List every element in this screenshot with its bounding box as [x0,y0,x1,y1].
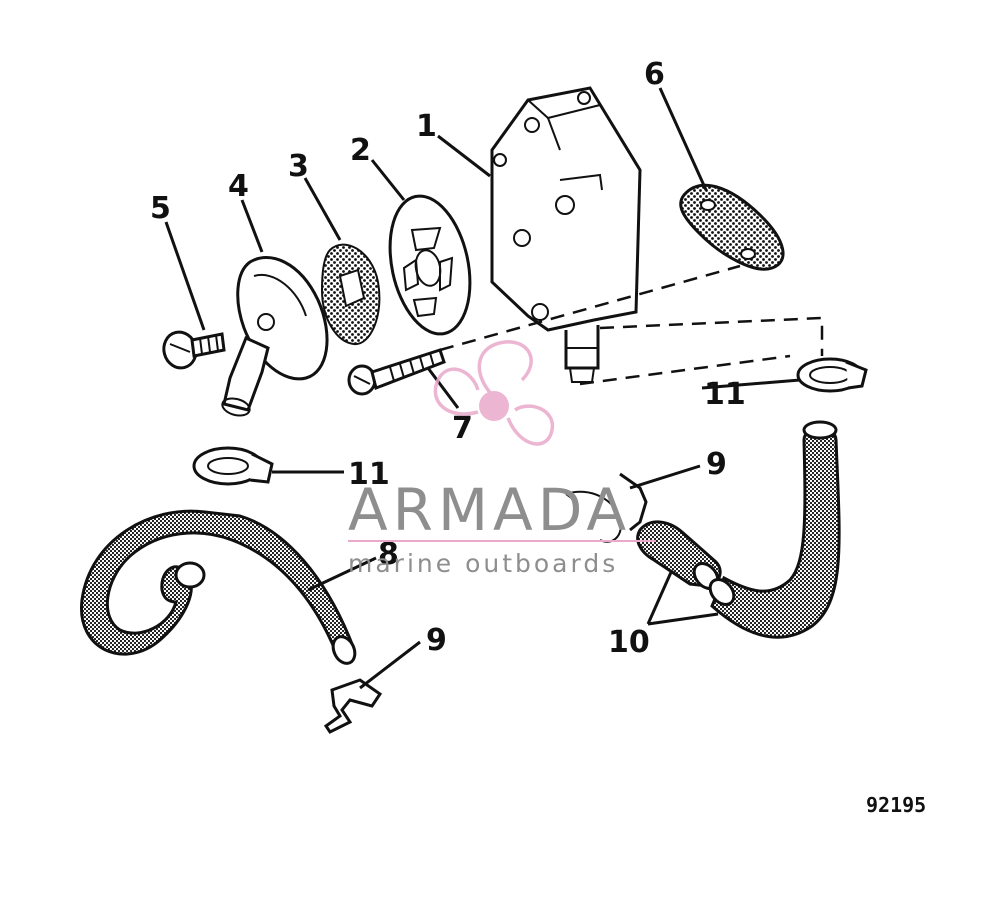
callout-4: 4 [228,169,249,204]
hose-clamp-left [192,446,274,486]
leader-8 [307,556,377,592]
callout-9-bottom: 9 [426,623,447,658]
fuel-pump-body [490,86,642,383]
leader-7 [426,367,460,409]
cover-screw [162,330,226,370]
hose-clip-bottom [323,678,383,734]
long-screw [347,348,446,396]
assembly-line-1 [439,264,741,352]
callout-7: 7 [452,411,473,446]
hose-clamp-right [796,357,868,393]
valve-plate [388,194,472,336]
callout-8: 8 [378,537,399,572]
leader-6 [658,87,708,191]
short-hose-lower [708,420,841,639]
watermark-title: ARMADA [348,476,631,544]
leader-11-right [701,378,801,390]
pump-cover [221,256,329,417]
callout-9-top: 9 [706,447,727,482]
leader-9-bottom [359,640,421,690]
filter-screen [320,243,381,346]
leader-10b [647,612,719,626]
short-hose-upper [636,520,722,591]
fuel-hose-long [80,509,357,665]
leader-9-top [629,464,701,490]
callout-11-right: 11 [704,377,746,412]
leader-1 [437,134,491,178]
leader-10a [646,569,674,625]
gasket [679,183,785,271]
leader-5 [164,221,206,331]
propeller-logo-icon [433,340,555,446]
callout-11-left: 11 [348,457,390,492]
figure-number: 92195 [866,793,926,817]
callout-1: 1 [416,109,437,144]
hose-clip-top [565,472,648,543]
leader-3 [303,177,342,241]
callout-2: 2 [350,133,371,168]
assembly-line-3 [579,354,791,386]
assembly-line-2 [599,316,824,356]
callout-10: 10 [608,625,650,660]
leader-4 [240,199,264,253]
watermark-subtitle: marine outboards [348,549,618,578]
leader-2 [370,159,406,201]
callout-6: 6 [644,57,665,92]
callout-3: 3 [288,149,309,184]
callout-5: 5 [150,191,171,226]
